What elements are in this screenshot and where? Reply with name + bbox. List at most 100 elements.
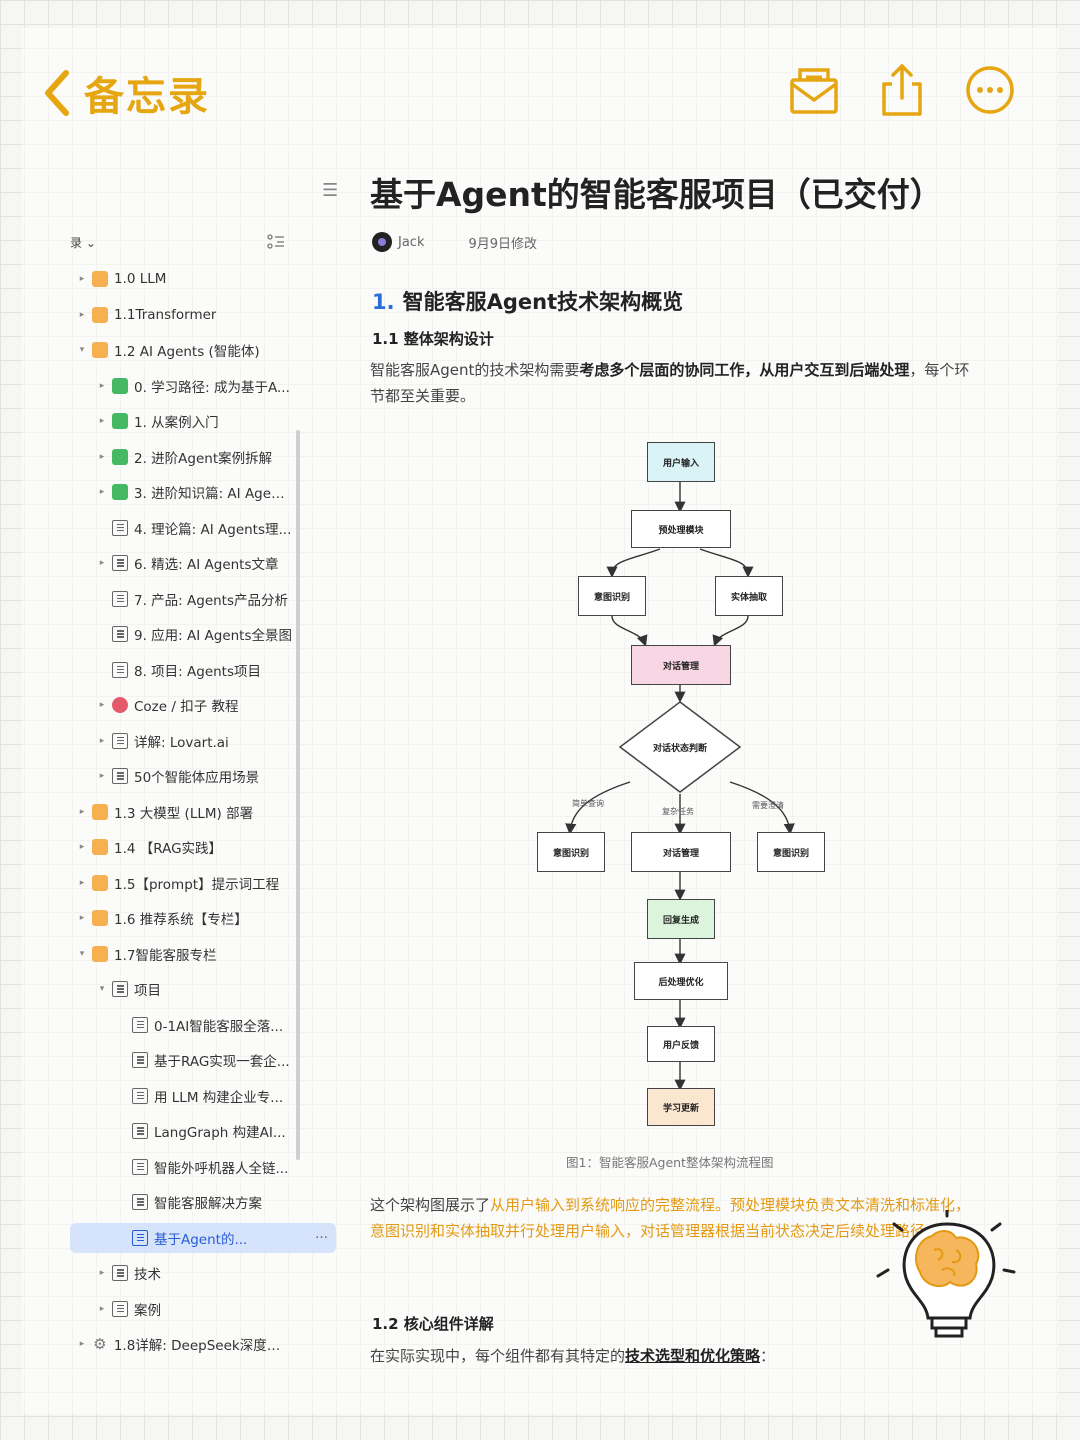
sidebar-item[interactable]: 智能外呼机器人全链... bbox=[116, 1152, 292, 1182]
sidebar-item[interactable]: ▸1.0 LLM bbox=[76, 264, 292, 294]
chevron-right-icon[interactable]: ▸ bbox=[79, 877, 85, 888]
sidebar-item[interactable]: ▸1.6 推荐系统【专栏】 bbox=[76, 903, 292, 933]
outline-toggle-icon[interactable] bbox=[266, 232, 286, 252]
sidebar-item[interactable]: 智能客服解决方案 bbox=[116, 1187, 292, 1217]
sidebar-item[interactable]: ▸案例 bbox=[96, 1294, 292, 1324]
chevron-right-icon[interactable]: ▸ bbox=[79, 1339, 85, 1349]
sidebar-item-label: 9. 应用: AI Agents全景图 bbox=[134, 628, 292, 644]
document-icon bbox=[112, 1265, 128, 1281]
chevron-right-icon[interactable]: ▸ bbox=[99, 487, 105, 497]
sidebar-item-label: 4. 理论篇: AI Agents理... bbox=[134, 521, 292, 538]
document-icon bbox=[132, 1194, 148, 1210]
sidebar-item[interactable]: ▸1.1Transformer bbox=[76, 300, 292, 330]
chevron-right-icon[interactable]: ▸ bbox=[99, 700, 105, 710]
sidebar-item[interactable]: 基于Agent的... ··· bbox=[70, 1222, 336, 1253]
sidebar-header[interactable]: 录 ⌄ bbox=[70, 236, 96, 250]
chevron-right-icon[interactable]: ▸ bbox=[99, 380, 105, 391]
chevron-right-icon[interactable]: ▸ bbox=[99, 771, 105, 781]
chevron-right-icon[interactable]: ▸ bbox=[99, 1268, 105, 1278]
mail-icon[interactable] bbox=[786, 62, 842, 118]
chevron-right-icon[interactable]: ▸ bbox=[79, 806, 85, 817]
sidebar-item[interactable]: ▸1.3 大模型 (LLM) 部署 bbox=[76, 797, 292, 827]
paragraph-1-tail: ，每个环节都至关重要。 bbox=[370, 361, 970, 405]
sidebar-item-label: 1.8详解: DeepSeek深度推... bbox=[113, 1338, 292, 1354]
sidebar-scrollbar[interactable] bbox=[296, 430, 300, 1160]
sidebar-item[interactable]: 基于RAG实现一套企... bbox=[116, 1045, 292, 1075]
sidebar-item-label: 基于Agent的... bbox=[154, 1231, 248, 1248]
sidebar-item[interactable]: ▸ 3. 进阶知识篇: AI Agen... bbox=[96, 477, 292, 507]
chevron-right-icon[interactable]: ▸ bbox=[99, 1303, 105, 1314]
sidebar-item[interactable]: ▸6. 精选: AI Agents文章 bbox=[96, 548, 292, 578]
heading-1: 1.智能客服Agent技术架构概览 bbox=[372, 286, 683, 316]
more-options-button[interactable]: ··· bbox=[315, 1229, 328, 1246]
chevron-right-icon[interactable]: ▸ bbox=[99, 735, 105, 746]
architecture-flowchart: 用户输入 预处理模块 意图识别 实体抽取 对话管理 对话状态判断 意图识别 对话… bbox=[520, 430, 850, 1140]
sidebar-item-label: 用 LLM 构建企业专... bbox=[154, 1089, 284, 1106]
sidebar-item[interactable]: 9. 应用: AI Agents全景图 bbox=[96, 619, 292, 649]
back-label: 备忘录 bbox=[84, 74, 210, 120]
chevron-right-icon[interactable]: ▸ bbox=[99, 416, 105, 426]
node-intent: 意图识别 bbox=[578, 576, 646, 616]
document-icon bbox=[112, 661, 128, 678]
sidebar-item[interactable]: ▸50个智能体应用场景 bbox=[96, 761, 292, 791]
paragraph-2-text: 这个架构图展示了 bbox=[370, 1196, 491, 1214]
avatar[interactable] bbox=[372, 232, 392, 252]
node-right-intent: 意图识别 bbox=[757, 832, 825, 872]
sidebar-item[interactable]: LangGraph 构建AI... bbox=[116, 1116, 292, 1146]
sidebar-item[interactable]: 7. 产品: Agents产品分析 bbox=[96, 584, 292, 614]
folder-icon bbox=[111, 484, 128, 500]
sidebar-item[interactable]: ▸1. 从案例入门 bbox=[96, 406, 292, 436]
node-reply-generation: 回复生成 bbox=[647, 899, 715, 939]
sidebar-item[interactable]: 8. 项目: Agents项目 bbox=[96, 655, 292, 685]
back-button[interactable]: 备忘录 bbox=[40, 64, 210, 122]
sidebar-item[interactable]: 0-1AI智能客服全落... bbox=[116, 1010, 292, 1040]
sidebar-item-label: 项目 bbox=[134, 983, 161, 999]
sidebar-item[interactable]: ▸ ⚙ 1.8详解: DeepSeek深度推... bbox=[76, 1329, 292, 1359]
node-user-input: 用户输入 bbox=[647, 442, 715, 482]
sidebar-item[interactable]: ▾ 项目 bbox=[96, 974, 292, 1004]
gear-icon: ⚙ bbox=[93, 1335, 107, 1353]
heading-1-1: 1.1 整体架构设计 bbox=[372, 330, 494, 348]
document-icon bbox=[112, 768, 128, 784]
chevron-right-icon[interactable]: ▸ bbox=[99, 558, 105, 568]
chevron-down-icon[interactable]: ▾ bbox=[99, 984, 105, 994]
node-entity: 实体抽取 bbox=[715, 576, 783, 616]
share-icon[interactable] bbox=[874, 62, 930, 118]
sidebar-item[interactable]: ▾1.7智能客服专栏 bbox=[76, 939, 292, 969]
edge-label-simple: 简单查询 bbox=[572, 799, 604, 808]
sidebar-item[interactable]: ▸技术 bbox=[96, 1258, 292, 1288]
chevron-right-icon[interactable]: ▸ bbox=[79, 309, 85, 320]
sidebar-item-label: 3. 进阶知识篇: AI Agen... bbox=[133, 486, 292, 502]
sidebar-item-label: 7. 产品: Agents产品分析 bbox=[134, 592, 289, 609]
sidebar-item[interactable]: ▸1.5【prompt】提示词工程 bbox=[76, 868, 292, 898]
node-left-intent: 意图识别 bbox=[537, 832, 605, 872]
chevron-down-icon[interactable]: ▾ bbox=[79, 948, 85, 959]
sidebar-item[interactable]: ▸Coze / 扣子 教程 bbox=[96, 690, 292, 720]
chevron-right-icon[interactable]: ▸ bbox=[79, 842, 85, 852]
sidebar-item[interactable]: ▸详解: Lovart.ai bbox=[96, 726, 292, 756]
toc-icon[interactable]: ☰ bbox=[322, 180, 339, 201]
sidebar-item[interactable]: ▸ 2. 进阶Agent案例拆解 bbox=[96, 442, 292, 472]
chevron-right-icon[interactable]: ▸ bbox=[79, 274, 85, 284]
sidebar-item-label: 2. 进阶Agent案例拆解 bbox=[134, 450, 273, 467]
sidebar-item[interactable]: 4. 理论篇: AI Agents理... bbox=[96, 513, 292, 543]
folder-icon bbox=[92, 271, 108, 287]
sidebar-item-label: 基于RAG实现一套企... bbox=[154, 1054, 290, 1070]
sidebar-item-label: 1.4 【RAG实践】 bbox=[114, 841, 223, 857]
sidebar-item[interactable]: ▾ 1.2 AI Agents (智能体) bbox=[76, 335, 292, 365]
coze-icon bbox=[112, 697, 128, 713]
sidebar: 录 ⌄ ▸1.0 LLM ▸1.1Transformer ▾ 1.2 AI Agent… bbox=[60, 220, 336, 1380]
sidebar-item[interactable]: ▸0. 学习路径: 成为基于A... bbox=[96, 371, 292, 401]
sidebar-item[interactable]: ▸ 1.4 【RAG实践】 bbox=[76, 832, 292, 862]
sidebar-item[interactable]: 用 LLM 构建企业专... bbox=[116, 1081, 292, 1111]
sidebar-item-label: 1.2 AI Agents (智能体) bbox=[114, 344, 260, 360]
folder-icon bbox=[92, 342, 108, 358]
author-name[interactable]: Jack bbox=[398, 234, 425, 250]
more-icon[interactable] bbox=[962, 62, 1018, 118]
chevron-down-icon[interactable]: ▾ bbox=[79, 345, 85, 355]
heading-text: 智能客服Agent技术架构概览 bbox=[402, 290, 684, 314]
chevron-right-icon[interactable]: ▸ bbox=[99, 451, 105, 462]
chevron-right-icon[interactable]: ▸ bbox=[79, 913, 85, 923]
modified-date: 9月9日修改 bbox=[468, 236, 538, 252]
sidebar-item-label: 智能外呼机器人全链... bbox=[154, 1160, 289, 1177]
